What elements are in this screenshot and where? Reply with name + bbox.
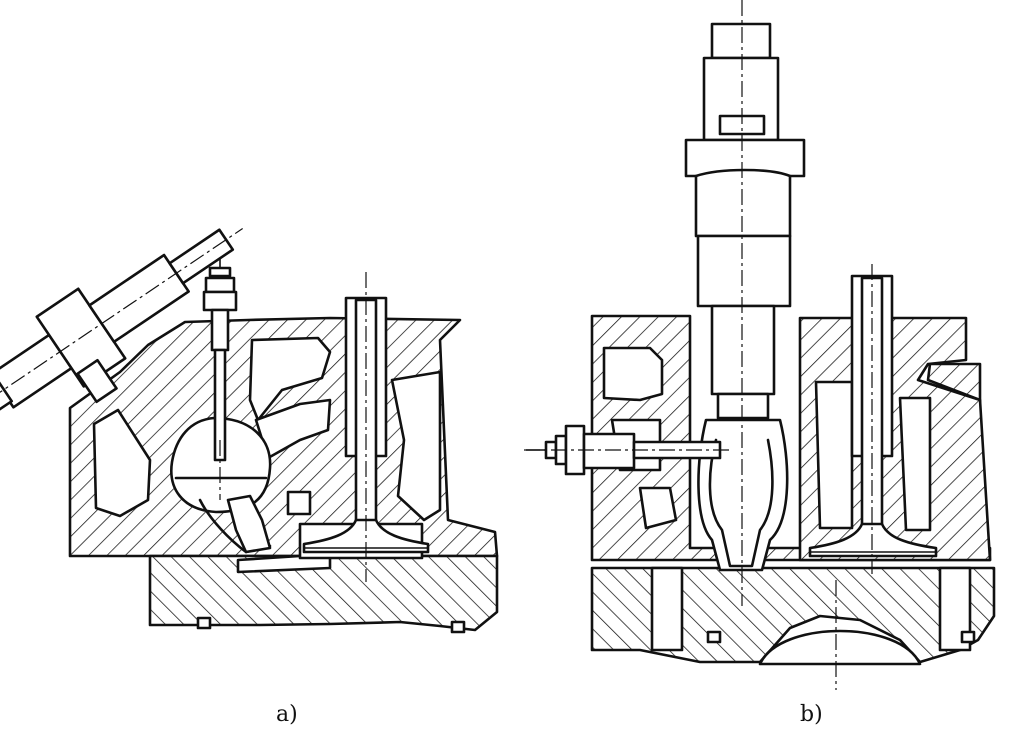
water-jacket-a [92, 408, 152, 518]
injector-b [684, 22, 806, 420]
water-jacket-b3 [638, 486, 678, 530]
water-jacket-b4 [814, 380, 854, 530]
water-jacket-b5 [898, 396, 932, 532]
caption-b: b) [800, 702, 823, 727]
liner-left-b [650, 566, 684, 652]
caption-a: a) [276, 702, 298, 727]
injector-a [0, 228, 243, 431]
section-b-prechamber [524, 0, 996, 690]
block-b [590, 566, 996, 664]
section-a-swirl-chamber [0, 228, 499, 632]
swirl-chamber-a [170, 416, 272, 514]
block-a [148, 554, 499, 632]
water-jacket-b1 [602, 346, 664, 402]
water-jacket-top-a [248, 336, 332, 422]
piston-top-a [236, 554, 332, 574]
piston-bowl-b [758, 629, 922, 666]
prechamber-liner-b [708, 438, 774, 568]
plug-a [286, 490, 312, 516]
glow-plug-a [202, 252, 238, 462]
throat-channel-a [226, 494, 272, 554]
water-jacket-right-a [390, 370, 442, 522]
